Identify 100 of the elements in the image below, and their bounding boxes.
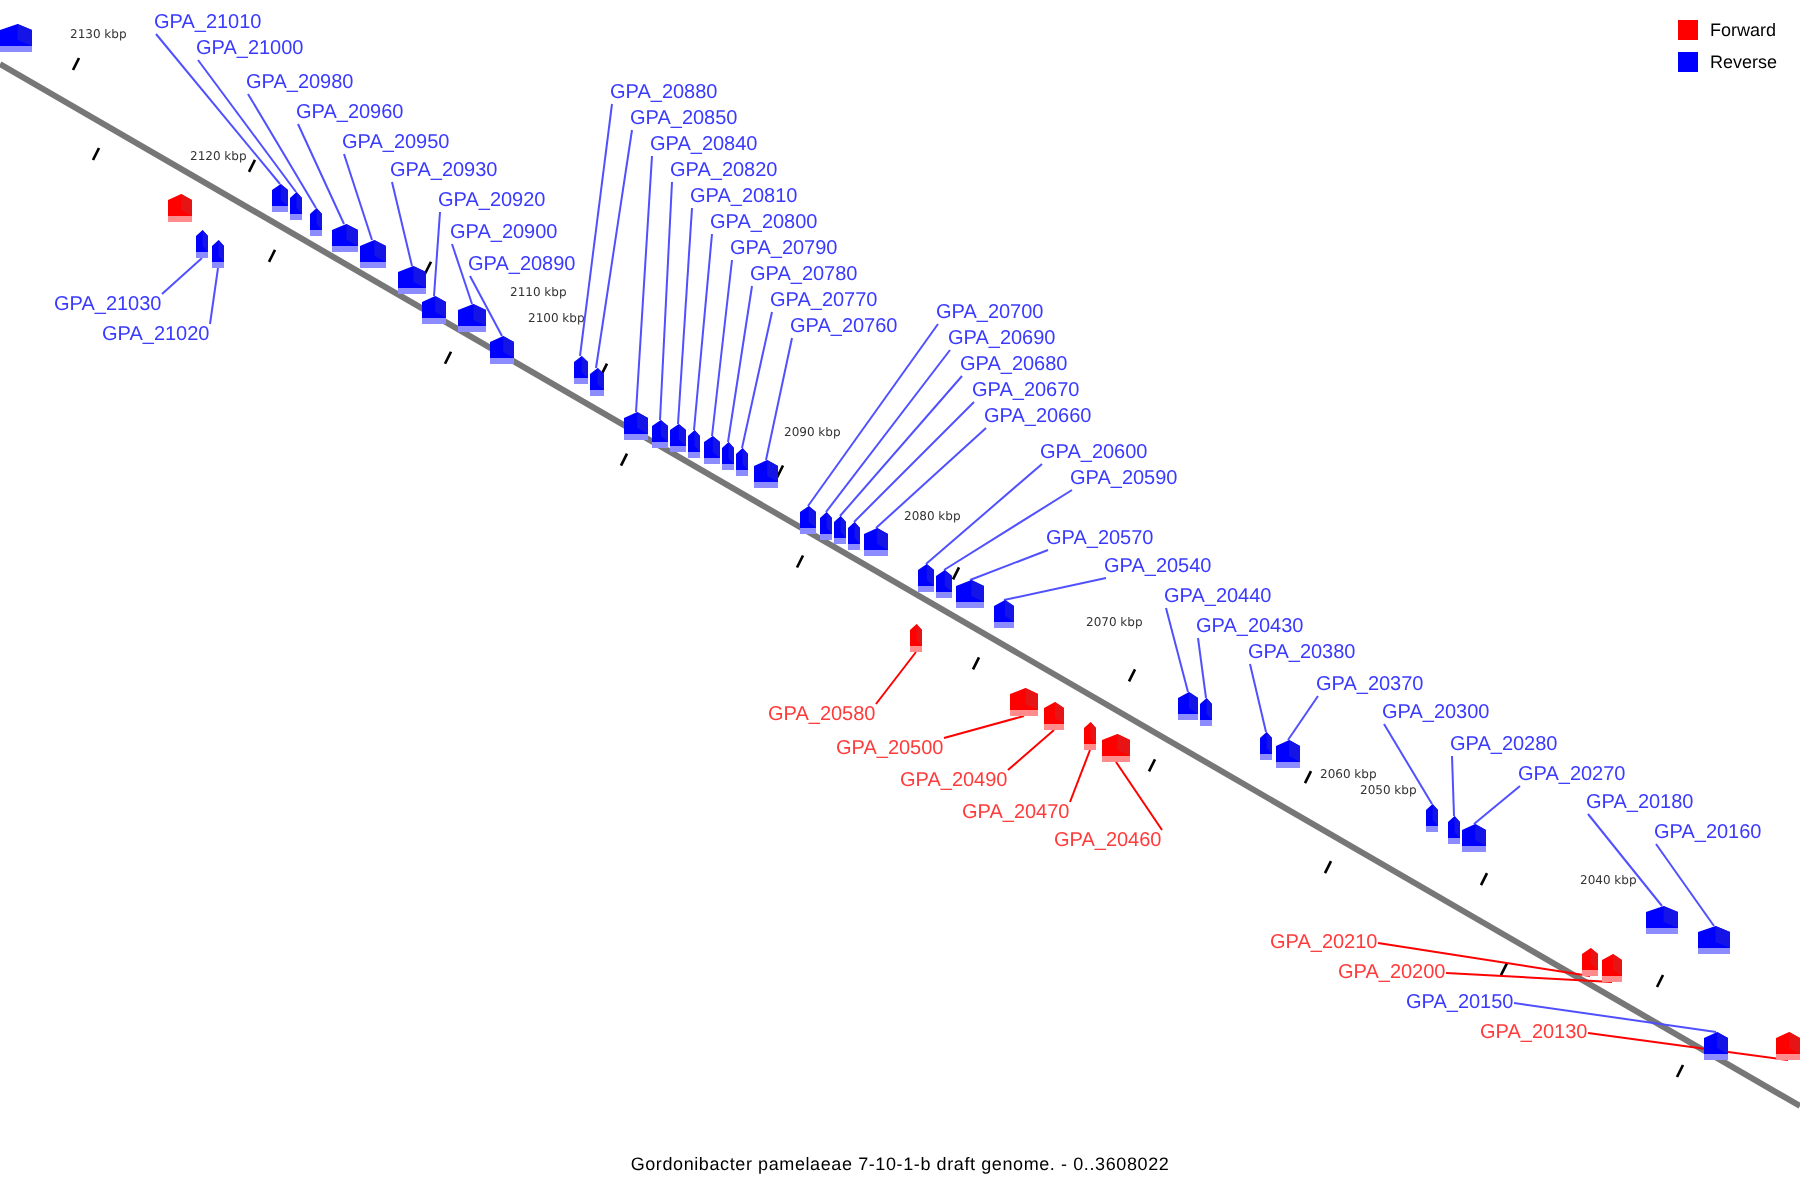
- gene-label: GPA_20690: [948, 326, 1056, 352]
- gene-block: [754, 460, 778, 488]
- leader-line: [1587, 813, 1663, 907]
- leader-line: [1165, 607, 1189, 693]
- leader-line: [969, 549, 1049, 581]
- leader-line: [711, 259, 733, 437]
- leader-line: [807, 323, 939, 507]
- gene-block: [1582, 948, 1598, 976]
- gene-label: GPA_20660: [984, 404, 1092, 430]
- gene-label: GPA_20370: [1316, 672, 1424, 698]
- gene-block: [936, 570, 952, 598]
- gene-block: [272, 184, 288, 212]
- gene-block: [490, 336, 514, 364]
- leader-line: [1069, 749, 1091, 803]
- gene-label: GPA_20180: [1586, 790, 1694, 816]
- gene-block: [1084, 722, 1096, 750]
- gene-block: [196, 230, 208, 258]
- gene-block: [422, 296, 446, 324]
- gene-block: [910, 624, 922, 652]
- leader-line: [209, 267, 219, 325]
- leader-line: [1377, 942, 1591, 977]
- gene-label: GPA_20600: [1040, 440, 1148, 466]
- gene-label: GPA_20130: [1480, 1020, 1588, 1046]
- gene-label: GPA_20790: [730, 236, 838, 262]
- gene-label: GPA_20820: [670, 158, 778, 184]
- gene-block: [1276, 740, 1300, 768]
- gene-block: [1010, 688, 1038, 716]
- gene-block: [864, 528, 888, 556]
- gene-label: GPA_20760: [790, 314, 898, 340]
- gene-label: GPA_21000: [196, 36, 304, 62]
- gene-label: GPA_20210: [1270, 930, 1378, 956]
- gene-block: [834, 516, 846, 544]
- leader-line: [391, 181, 413, 267]
- leader-line: [693, 233, 713, 431]
- gene-block: [398, 266, 426, 294]
- leader-line: [943, 489, 1073, 571]
- gene-block: [1426, 804, 1438, 832]
- leader-line: [1249, 663, 1267, 733]
- gene-label: GPA_20810: [690, 184, 798, 210]
- leader-line: [343, 153, 373, 241]
- leader-line: [161, 257, 203, 295]
- legend-label: Forward: [1710, 18, 1777, 42]
- leader-line: [1003, 577, 1107, 601]
- gene-block: [573, 356, 587, 384]
- gene-label: GPA_20880: [610, 80, 718, 106]
- gene-block: [290, 192, 302, 220]
- leader-line: [1115, 761, 1163, 831]
- leader-line: [741, 311, 773, 449]
- gene-block: [670, 424, 686, 452]
- leader-line: [727, 285, 753, 443]
- gene-label: GPA_20960: [296, 100, 404, 126]
- gene-block: [0, 24, 32, 52]
- leader-line: [1007, 729, 1055, 771]
- gene-label: GPA_20270: [1518, 762, 1626, 788]
- leader-line: [469, 275, 503, 337]
- leader-line: [1513, 1002, 1717, 1033]
- legend-label: Reverse: [1710, 50, 1778, 74]
- gene-block: [800, 506, 816, 534]
- leader-line: [875, 651, 917, 705]
- leader-line: [197, 59, 297, 193]
- gene-block: [722, 442, 734, 470]
- gene-label: GPA_20580: [768, 702, 876, 728]
- leader-line: [925, 463, 1043, 565]
- gene-block: [624, 412, 648, 440]
- gene-block: [359, 240, 385, 268]
- gene-block: [848, 522, 860, 550]
- leader-line: [1655, 843, 1715, 927]
- leader-line: [765, 337, 793, 461]
- gene-label: GPA_20380: [1248, 640, 1356, 666]
- gene-block: [1776, 1032, 1800, 1060]
- gene-block: [1646, 906, 1678, 934]
- gene-block: [1448, 816, 1460, 844]
- gene-block: [331, 224, 357, 252]
- gene-label: GPA_20280: [1450, 732, 1558, 758]
- gene-label: GPA_20440: [1164, 584, 1272, 610]
- gene-block: [1698, 926, 1730, 954]
- leader-line: [1197, 637, 1207, 699]
- leader-line: [1445, 972, 1613, 983]
- gene-block: [458, 304, 486, 332]
- gene-block: [918, 564, 934, 592]
- leader-line: [839, 375, 963, 517]
- leader-line: [247, 93, 317, 209]
- leader-line: [853, 401, 975, 523]
- leader-line: [155, 33, 281, 185]
- caption: Gordonibacter pamelaeae 7-10-1-b draft genome. - 0..3608022: [630, 1154, 1170, 1174]
- leader-line: [677, 207, 693, 425]
- gene-label: GPA_20540: [1104, 554, 1212, 580]
- leader-line: [635, 155, 653, 413]
- gene-label: GPA_20470: [962, 800, 1070, 826]
- gene-label: GPA_20900: [450, 220, 558, 246]
- gene-label: GPA_20850: [630, 106, 738, 132]
- gene-label: GPA_20950: [342, 130, 450, 156]
- gene-block: [1200, 698, 1212, 726]
- gene-label: GPA_20700: [936, 300, 1044, 326]
- gene-block: [212, 240, 224, 268]
- gene-label: GPA_21010: [154, 10, 262, 36]
- gene-label: GPA_20300: [1382, 700, 1490, 726]
- gene-label: GPA_20890: [468, 252, 576, 278]
- gene-block: [310, 208, 322, 236]
- gene-block: [820, 512, 832, 540]
